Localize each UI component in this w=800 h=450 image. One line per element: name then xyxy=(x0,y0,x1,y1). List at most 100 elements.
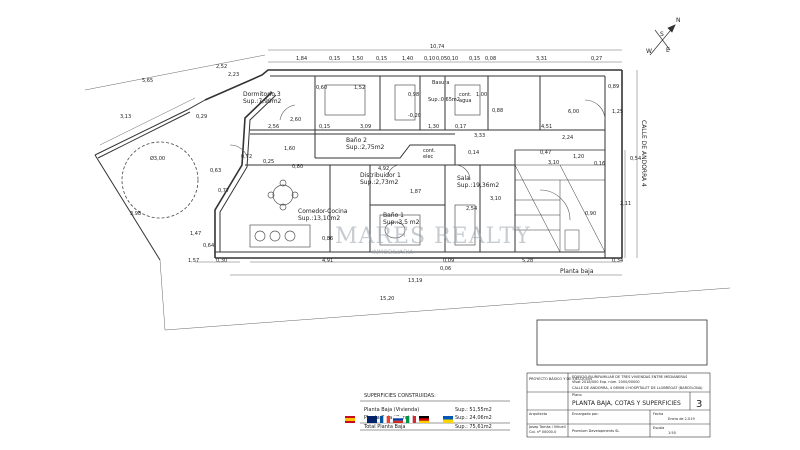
tb-encargo-label: Encargado por: xyxy=(572,412,599,416)
dim-565: 5,65 xyxy=(142,78,153,84)
flag-uk[interactable] xyxy=(367,416,377,423)
surfaces-row3-label: Total Planta Baja xyxy=(363,424,405,430)
dim-i187: 1,87 xyxy=(410,189,421,195)
dim-i260: 2,60 xyxy=(290,117,301,123)
dim-r211: 2,11 xyxy=(620,201,631,207)
room-cont-elec-2: elec xyxy=(423,154,434,160)
dim-027: 0,27 xyxy=(591,56,602,62)
tb-proyecto-visado: Visat 2018/000 Exp. núm. 2000/00000 xyxy=(572,380,640,384)
dim-528: 5,28 xyxy=(522,258,533,264)
tb-arquitecto-name: Josep Tomàs i Viñuell xyxy=(528,425,566,429)
room-basura-sup: Sup.:0,65m2 xyxy=(428,97,460,103)
dim-i086: 0,86 xyxy=(322,236,333,242)
dim-i072: 0,72 xyxy=(241,154,252,160)
room-bano1: Baño 1 xyxy=(383,212,404,219)
dim-064: 0,64 xyxy=(203,243,214,249)
dim-i256: 2,56 xyxy=(268,124,279,130)
dim-i088: 0,88 xyxy=(492,108,503,114)
dim-i160: 1,60 xyxy=(284,146,295,152)
tb-proyecto-desc: EDIFICIO PLURIFAMILIAR DE TRES VIVIENDAS… xyxy=(572,375,688,379)
dim-i077: 0,77 xyxy=(218,188,229,194)
dim-005: 0,05 xyxy=(436,56,447,62)
dim-r090: 0,90 xyxy=(585,211,596,217)
room-dormitorio-sup: Sup.:7,99m2 xyxy=(243,98,282,105)
dim-015a: 0,15 xyxy=(329,56,340,62)
dim-i017: 0,17 xyxy=(455,124,466,130)
dim-i025: 0,25 xyxy=(263,159,274,165)
turning-circle xyxy=(121,141,199,219)
dim-313: 3,13 xyxy=(120,114,131,120)
furniture xyxy=(249,84,481,248)
dimension-lines xyxy=(84,49,731,331)
room-bano2: Baño 2 xyxy=(346,137,367,144)
tb-escala-label: Escala xyxy=(653,426,664,430)
room-comedor: Comedor-Cocina xyxy=(298,208,348,215)
tb-proyecto-address: CALLE DE ANDORRA, 4 08906 L'HOSPITALET D… xyxy=(572,386,703,390)
tb-plano-title: PLANTA BAJA, COTAS Y SUPERFICIES xyxy=(572,400,681,407)
dim-140: 1,40 xyxy=(402,56,413,62)
title-block xyxy=(526,372,711,438)
room-sala-sup: Sup.:19,36m2 xyxy=(457,182,499,189)
dim-157: 1,57 xyxy=(188,258,199,264)
compass-s: S xyxy=(660,31,664,38)
dim-015b: 0,15 xyxy=(376,56,387,62)
dim-150: 1,50 xyxy=(352,56,363,62)
dim-1520: 15,20 xyxy=(380,296,394,302)
surfaces-row2-value: Sup.: 24,06m2 xyxy=(455,415,492,421)
dim-r089: 0,89 xyxy=(608,84,619,90)
flag-it[interactable] xyxy=(406,416,416,423)
dim-184: 1,84 xyxy=(296,56,307,62)
dim-i063: 0,63 xyxy=(210,168,221,174)
room-distribuidor: Distribuidor 1 xyxy=(360,172,401,179)
dim-r054: 0,54 xyxy=(630,156,641,162)
dim-398: 3,98 xyxy=(130,211,141,217)
dim-i016: 0,16 xyxy=(594,161,605,167)
dim-i130: 1,30 xyxy=(428,124,439,130)
dim-i152: 1,52 xyxy=(354,85,365,91)
dim-i029: 0,29 xyxy=(196,114,207,120)
tb-proyecto-label: PROYECTO BÁSICO Y DE EJECUCIÓN xyxy=(529,376,592,381)
room-comedor-sup: Sup.:13,10m2 xyxy=(298,215,340,222)
room-cont-elec: cont. xyxy=(423,148,436,154)
language-flags[interactable] xyxy=(345,415,453,424)
dim-top-total: 10,74 xyxy=(430,44,444,50)
dim-491: 4,91 xyxy=(322,258,333,264)
room-labels: Dormitorio 3 Sup.:7,99m2 Baño 2 Sup.:2,7… xyxy=(243,80,594,275)
circle-dim-label: Ø3,00 xyxy=(150,155,165,162)
room-dormitorio: Dormitorio 3 xyxy=(243,91,281,98)
tb-escala-value: 1:50 xyxy=(668,431,676,435)
dimension-labels: 10,74 1,84 0,15 1,50 0,15 1,40 0,10 0,05… xyxy=(120,44,641,302)
dim-i098: 0,98 xyxy=(408,92,419,98)
blank-box xyxy=(536,319,708,366)
dim-008: 0,08 xyxy=(485,56,496,62)
dim-r600: 6,00 xyxy=(568,109,579,115)
street-label: CALLE DE ANDORRA 4 xyxy=(640,120,647,187)
dim-331: 3,31 xyxy=(536,56,547,62)
dim-i309: 3,09 xyxy=(360,124,371,130)
surfaces-row1-label: Planta Baja (Vivienda) xyxy=(364,407,419,413)
surfaces-row3-value: Sup.: 75,61m2 xyxy=(455,424,492,430)
door-arcs xyxy=(229,99,606,221)
dim-1319: 13,19 xyxy=(408,278,422,284)
dim-i047: 0,47 xyxy=(540,150,551,156)
dim-010b: 0,10 xyxy=(447,56,458,62)
dim-i333: 3,33 xyxy=(474,133,485,139)
tb-fecha-value: Enero de 2.019 xyxy=(668,417,695,421)
dim-i014: 0,14 xyxy=(468,150,479,156)
watermark-sub: INMOBILIARIA xyxy=(372,249,414,256)
dim-i310b: 3,10 xyxy=(548,160,559,166)
room-sala: Sala xyxy=(457,175,470,182)
interior-walls xyxy=(245,76,606,253)
compass xyxy=(649,24,676,56)
dim-i492: 4,92 xyxy=(378,166,389,172)
tb-arquitecto-label: Arquitecto xyxy=(529,412,547,416)
dim-223: 2,23 xyxy=(228,72,239,78)
dim-i451: 4,51 xyxy=(541,124,552,130)
dim-r125: 1,25 xyxy=(612,109,623,115)
tb-plano-number: 3 xyxy=(696,399,702,410)
surfaces-title: SUPERFICIES CONSTRUIDAS: xyxy=(364,393,436,399)
room-bano2-sup: Sup.:2,75m2 xyxy=(346,144,385,151)
dim-030: 0,30 xyxy=(216,258,227,264)
surfaces-table: SUPERFICIES CONSTRUIDAS: Planta Baja (Vi… xyxy=(360,393,510,431)
